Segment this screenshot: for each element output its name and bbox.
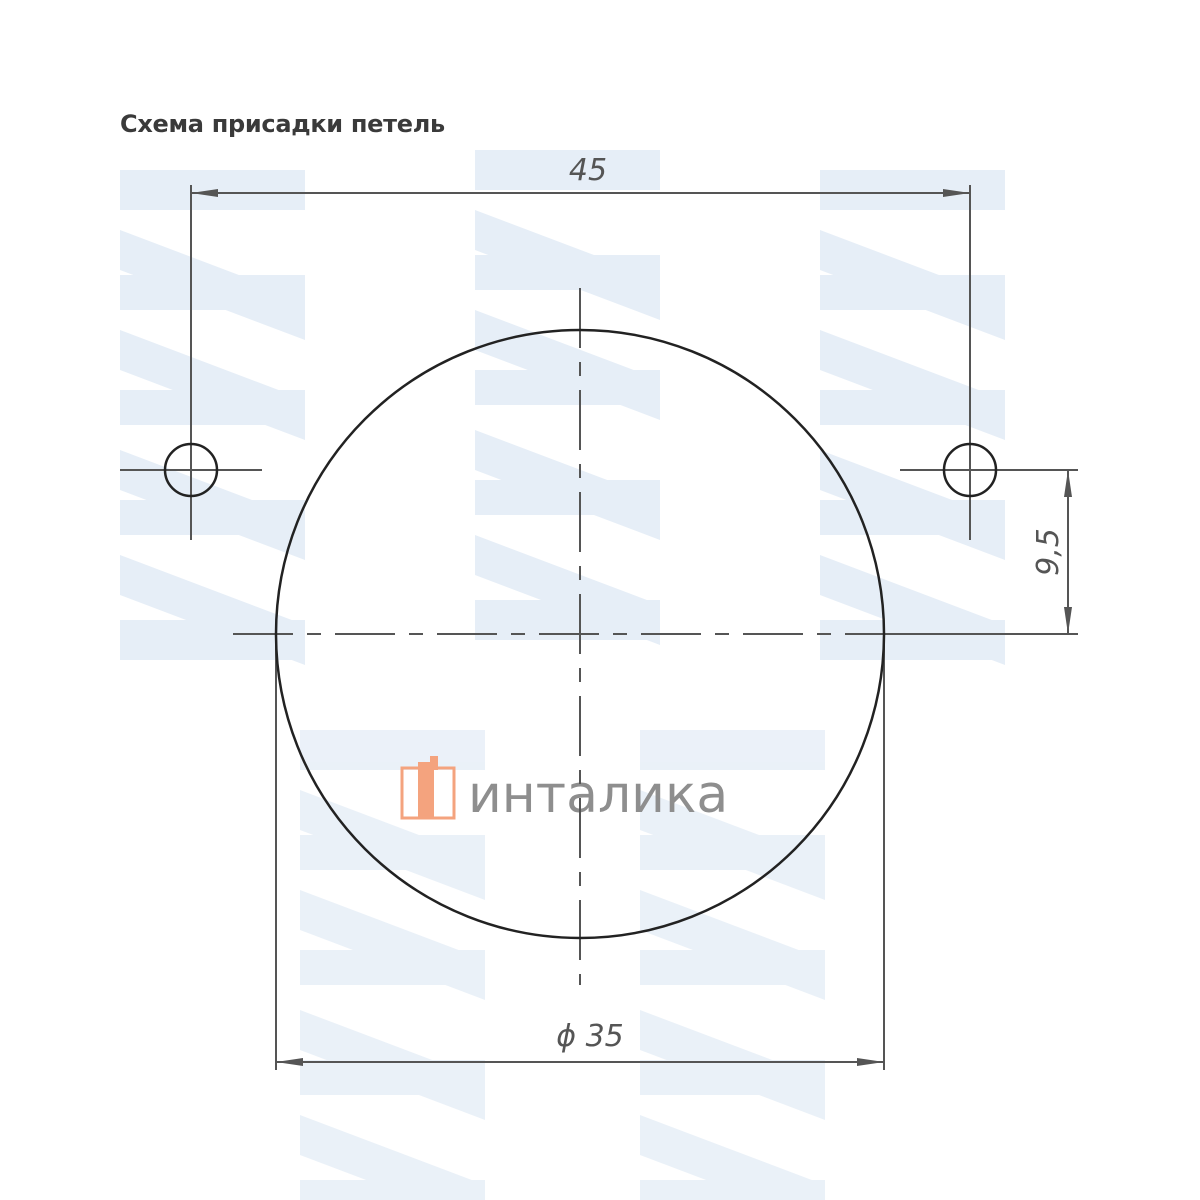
screw-hole-right xyxy=(942,442,998,498)
watermark xyxy=(120,150,1005,1200)
screw-hole-left xyxy=(163,442,219,498)
diagram-title: Схема присадки петель xyxy=(120,110,445,138)
dimension-label-9-5: 9,5 xyxy=(1031,528,1066,576)
dimension-label-35: ϕ 35 xyxy=(556,1019,624,1054)
cup-hole-circle xyxy=(274,328,886,940)
logo-text: инталика xyxy=(468,765,728,825)
intalika-logo: инталика xyxy=(400,756,728,825)
dimension-label-45: 45 xyxy=(569,153,607,188)
